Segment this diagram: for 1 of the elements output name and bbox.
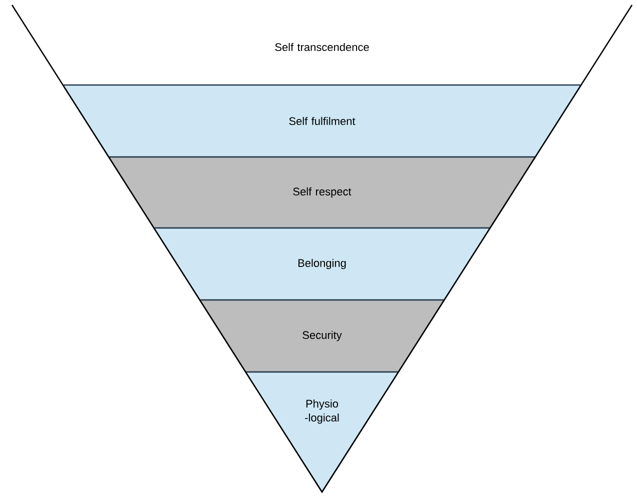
pyramid-top-label: Self transcendence	[275, 42, 369, 52]
